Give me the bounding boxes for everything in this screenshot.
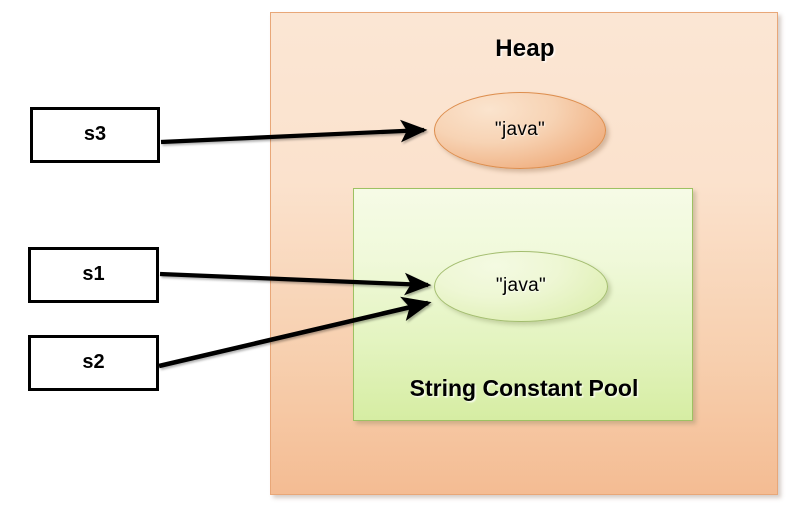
pool-java-object: "java": [434, 251, 608, 322]
heap-java-object-label: "java": [494, 118, 546, 140]
string-constant-pool-title: String Constant Pool: [409, 375, 639, 401]
heap-title: Heap: [495, 35, 555, 62]
variable-box-s2: s2: [28, 335, 159, 391]
pool-java-object-label: "java": [495, 274, 547, 296]
variable-label-s1: s1: [82, 262, 105, 285]
variable-box-s3: s3: [30, 107, 160, 163]
variable-box-s1: s1: [28, 247, 159, 303]
variable-label-s3: s3: [83, 122, 107, 145]
heap-java-object: "java": [434, 92, 606, 169]
variable-label-s2: s2: [82, 350, 105, 373]
